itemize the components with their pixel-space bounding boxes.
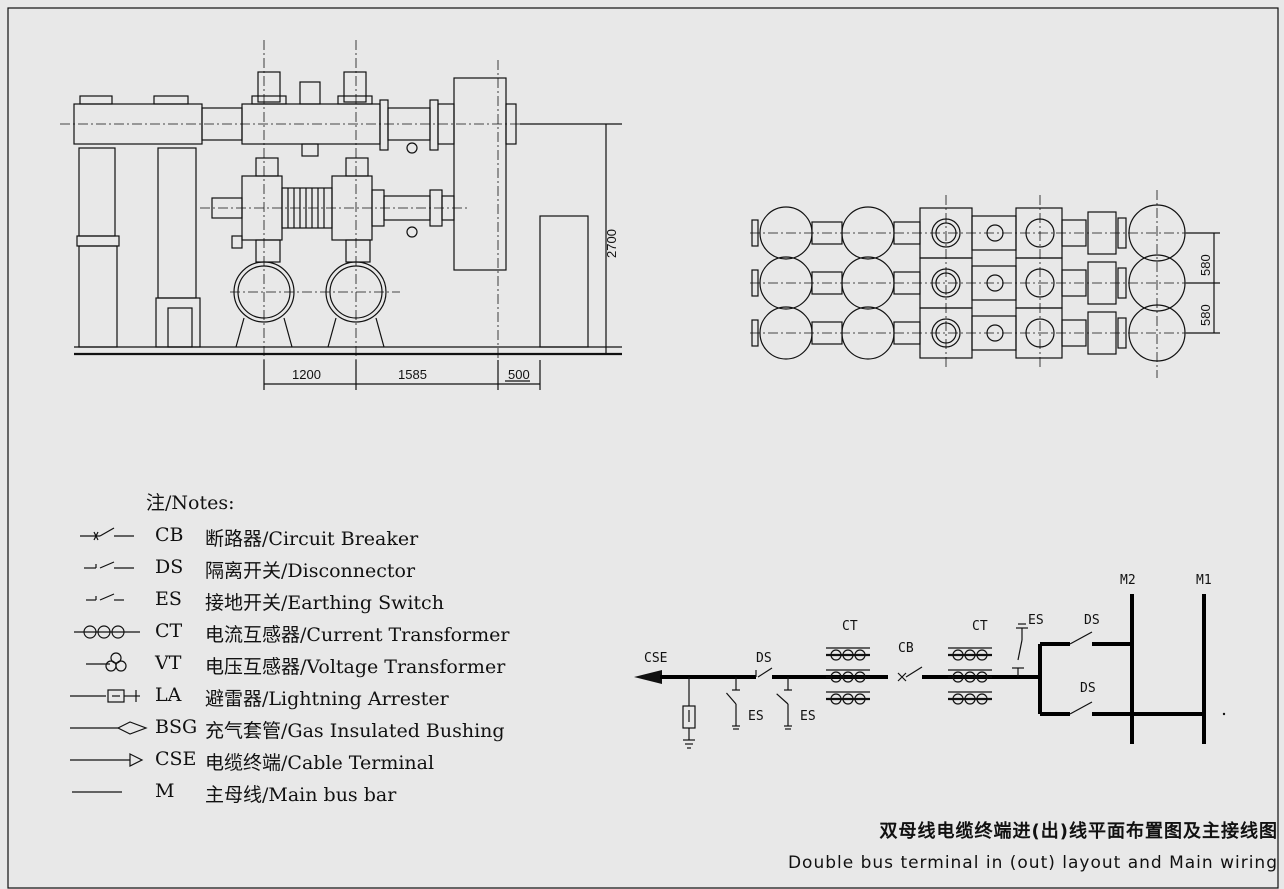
voltage-transformer-symbol (86, 652, 127, 672)
label-m1: M1 (1196, 573, 1212, 588)
note-item-cb: CB 断路器/Circuit Breaker (62, 524, 622, 552)
label-es-2: ES (800, 709, 816, 724)
note-item-ct: CT 电流互感器/Current Transformer (62, 620, 622, 648)
note-desc: 避雷器/Lightning Arrester (205, 688, 449, 710)
dim-580-lower: 580 (1198, 304, 1213, 326)
plan-phase-row-1 (750, 204, 1200, 262)
current-transformer-symbol (74, 625, 140, 639)
note-item-es: ES 接地开关/Earthing Switch (62, 588, 622, 616)
note-desc: 隔离开关/Disconnector (205, 560, 416, 582)
label-ct-2: CT (972, 619, 988, 634)
note-desc: 电缆终端/Cable Terminal (205, 752, 435, 774)
side-view-dimensions: 1200 1585 500 2700 (263, 123, 622, 390)
circuit-breaker-symbol (80, 527, 134, 541)
note-item-ds: DS 隔离开关/Disconnector (62, 556, 622, 584)
label-m2: M2 (1120, 573, 1136, 588)
dim-1200: 1200 (292, 367, 321, 382)
ct-group-2 (948, 647, 992, 705)
note-code: ES (155, 588, 182, 610)
disconnector-symbol (84, 561, 134, 569)
note-item-la: LA 避雷器/Lightning Arrester (62, 684, 622, 712)
plan-phase-row-3 (750, 304, 1200, 362)
note-code: DS (155, 556, 184, 578)
caption-chinese: 双母线电缆终端进(出)线平面布置图及主接线图 (879, 821, 1278, 842)
notes-title: 注/Notes: (146, 492, 235, 514)
note-code: CSE (155, 748, 197, 770)
label-cse: CSE (644, 651, 667, 666)
note-symbols (70, 527, 148, 793)
label-cb: CB (898, 641, 914, 656)
note-desc: 充气套管/Gas Insulated Bushing (205, 720, 505, 742)
note-code: BSG (155, 716, 198, 738)
note-code: VT (155, 652, 182, 674)
label-es-1: ES (748, 709, 764, 724)
main-wiring-diagram: CSE DS ES ES CT CB CT ES DS DS M2 M1 (634, 573, 1226, 749)
label-ds-left: DS (756, 651, 772, 666)
note-code: M (155, 780, 175, 802)
cable-terminal-symbol (70, 753, 144, 767)
note-item-m: M 主母线/Main bus bar (62, 780, 622, 808)
caption-english: Double bus terminal in (out) layout and … (787, 853, 1278, 873)
lightning-arrester-symbol (70, 689, 140, 703)
dim-500: 500 (508, 367, 530, 382)
earthing-switch-symbol (86, 593, 124, 601)
plan-phase-row-2 (750, 254, 1200, 312)
dim-580-upper: 580 (1198, 254, 1213, 276)
dim-2700: 2700 (604, 229, 619, 258)
note-desc: 电压互感器/Voltage Transformer (205, 656, 506, 678)
note-desc: 主母线/Main bus bar (205, 784, 397, 806)
side-elevation-view (60, 40, 622, 390)
note-code: LA (155, 684, 182, 706)
cse-arrow-icon (634, 670, 662, 684)
note-item-bsg: BSG 充气套管/Gas Insulated Bushing (62, 716, 622, 744)
ct-group-1 (826, 647, 870, 705)
note-desc: 接地开关/Earthing Switch (205, 592, 444, 614)
label-ds-top: DS (1084, 613, 1100, 628)
note-desc: 电流互感器/Current Transformer (205, 624, 510, 646)
label-ct-1: CT (842, 619, 858, 634)
bushing-symbol (70, 721, 148, 735)
note-code: CT (155, 620, 183, 642)
note-desc: 断路器/Circuit Breaker (205, 528, 419, 550)
note-item-vt: VT 电压互感器/Voltage Transformer (62, 652, 622, 680)
label-ds-bottom: DS (1080, 681, 1096, 696)
label-es-3: ES (1028, 613, 1044, 628)
dim-1585: 1585 (398, 367, 427, 382)
note-code: CB (155, 524, 184, 546)
note-item-cse: CSE 电缆终端/Cable Terminal (62, 748, 622, 776)
sheet-border (7, 7, 1279, 889)
plan-view: 580 580 (750, 190, 1220, 378)
